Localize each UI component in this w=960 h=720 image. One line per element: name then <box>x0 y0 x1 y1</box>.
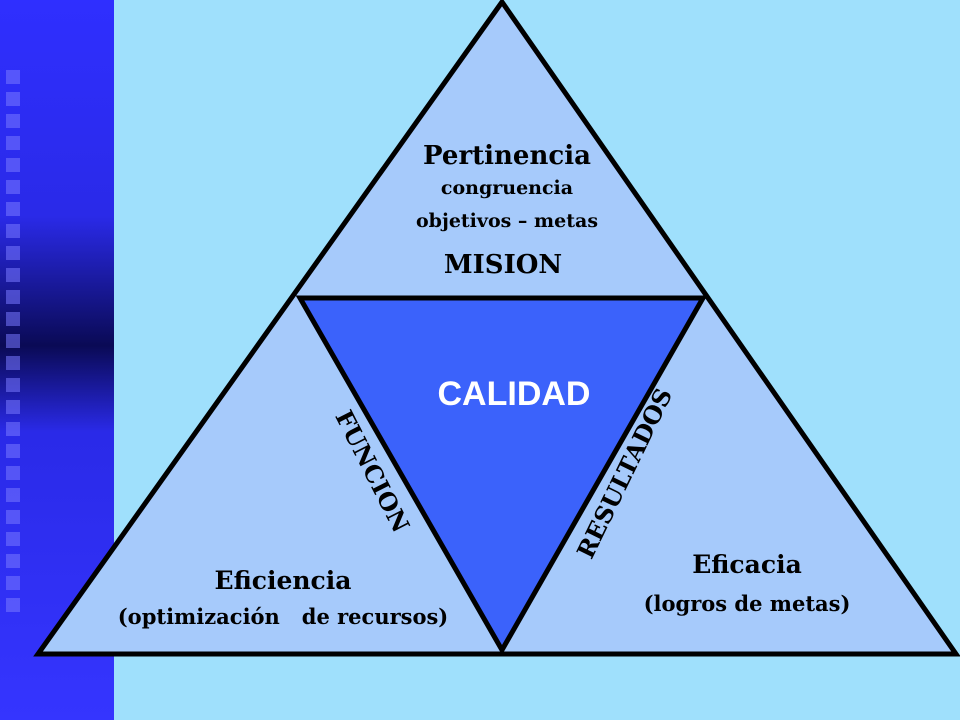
pertinencia-title: Pertinencia <box>423 141 591 171</box>
inner-triangle-calidad <box>295 295 708 656</box>
pertinencia-line1: congruencia <box>441 177 573 199</box>
mision-label: MISION <box>444 250 562 280</box>
eficiencia-subtitle: (optimización de recursos) <box>118 604 449 629</box>
pertinencia-line2: objetivos – metas <box>416 210 598 232</box>
left-decorative-bar <box>0 0 114 720</box>
eficiencia-title: Eficiencia <box>215 566 352 595</box>
eficacia-subtitle: (logros de metas) <box>644 591 851 616</box>
eficacia-title: Eficacia <box>692 550 802 579</box>
calidad-label: CALIDAD <box>438 375 591 413</box>
decorative-squares <box>6 70 26 630</box>
